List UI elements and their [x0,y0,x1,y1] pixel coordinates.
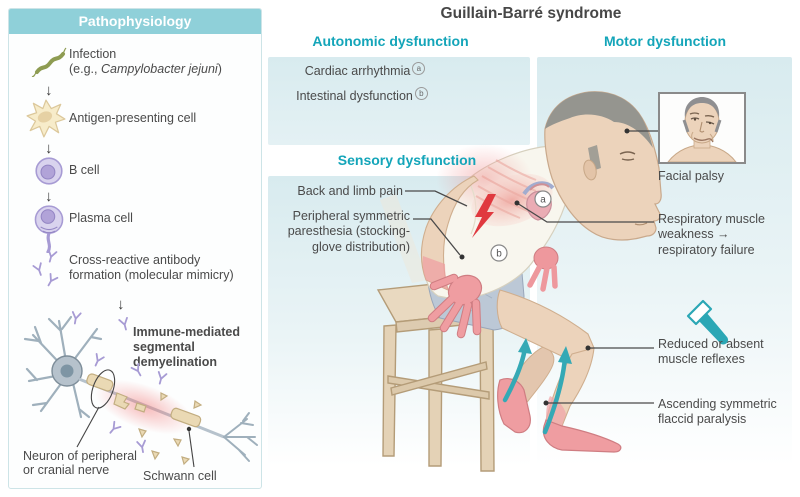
antibody-icon [32,249,59,287]
motor-heading: Motor dysfunction [603,33,727,49]
near-hand [427,273,483,339]
far-hand [527,246,559,292]
intestinal-dysfunction-text: Intestinal dysfunction [296,89,413,103]
antigen-presenting-cell-icon [26,99,66,138]
down-arrow-icon: ↓ [117,296,125,313]
step-demyelination-label: Immune-mediated segmental demyelination [133,325,240,369]
reduced-reflexes-label: Reduced or absent muscle reflexes [658,337,764,367]
infection-post: ) [217,61,222,76]
marker-a-superscript: a [412,62,426,75]
chair-backrest [380,194,428,283]
paresthesia-label: Peripheral symmetric paresthesia (stocki… [287,209,410,254]
marker-b-superscript: b [414,87,428,100]
mouth [634,222,648,226]
body-marker-intestinal: b [490,244,508,262]
plasma-cell-icon [34,205,64,253]
step-bcell-label: B cell [69,163,100,177]
autonomic-heading: Autonomic dysfunction [312,33,469,49]
page-title: Guillain-Barré syndrome [440,5,622,22]
callout-lines [405,130,658,404]
pathophysiology-panel: Pathophysiology Infection (e.g., Campylo… [8,8,262,489]
patient-illustration: a b [376,91,729,472]
far-leg [497,345,555,434]
respiratory-weakness-label: Respiratory muscle weakness → respirator… [658,212,765,257]
body-marker-cardiac: a [534,190,552,208]
bacterium-icon [31,47,67,77]
infection-line1: Infection [69,47,117,61]
svg-text:a: a [540,195,546,206]
cardiac-arrhythmia-text: Cardiac arrhythmia [304,64,411,78]
b-cell-icon [35,157,63,185]
schwann-cell-label: Schwann cell [143,469,217,483]
near-arm [420,175,483,339]
eye [619,151,636,161]
lightning-bolt-icon [472,194,496,238]
sensory-heading: Sensory dysfunction [337,152,477,168]
step-apc-label: Antigen-presenting cell [69,111,197,125]
step-plasma-label: Plasma cell [69,211,133,225]
pathophysiology-header: Pathophysiology [9,9,261,34]
reflex-hammer-icon [686,299,729,345]
facial-palsy-inset [658,92,746,164]
down-arrow-icon: ↓ [45,188,53,205]
patient-head [544,91,662,241]
svg-text:b: b [496,249,502,260]
infection-species: Campylobacter jejuni [100,61,218,76]
neuron-icon [23,311,258,468]
facial-palsy-face-icon [666,97,738,163]
ascending-arrow-icon [502,338,572,435]
near-foot [542,419,622,453]
facial-palsy-label: Facial palsy [658,169,724,183]
down-arrow-icon: ↓ [45,82,53,99]
neuron-label: Neuron of peripheral or cranial nerve [23,449,137,478]
infection-pre: (e.g., [69,61,101,76]
step-infection-label: Infection (e.g., Campylobacter jejuni) [69,47,249,77]
autonomic-panel [268,57,530,145]
step-antibody-label: Cross-reactive antibody formation (molec… [69,253,234,282]
back-limb-pain-label: Back and limb pain [297,184,403,198]
callout-dots [459,128,630,406]
ascending-paralysis-label: Ascending symmetric flaccid paralysis [658,397,777,427]
down-arrow-icon: ↓ [45,140,53,157]
